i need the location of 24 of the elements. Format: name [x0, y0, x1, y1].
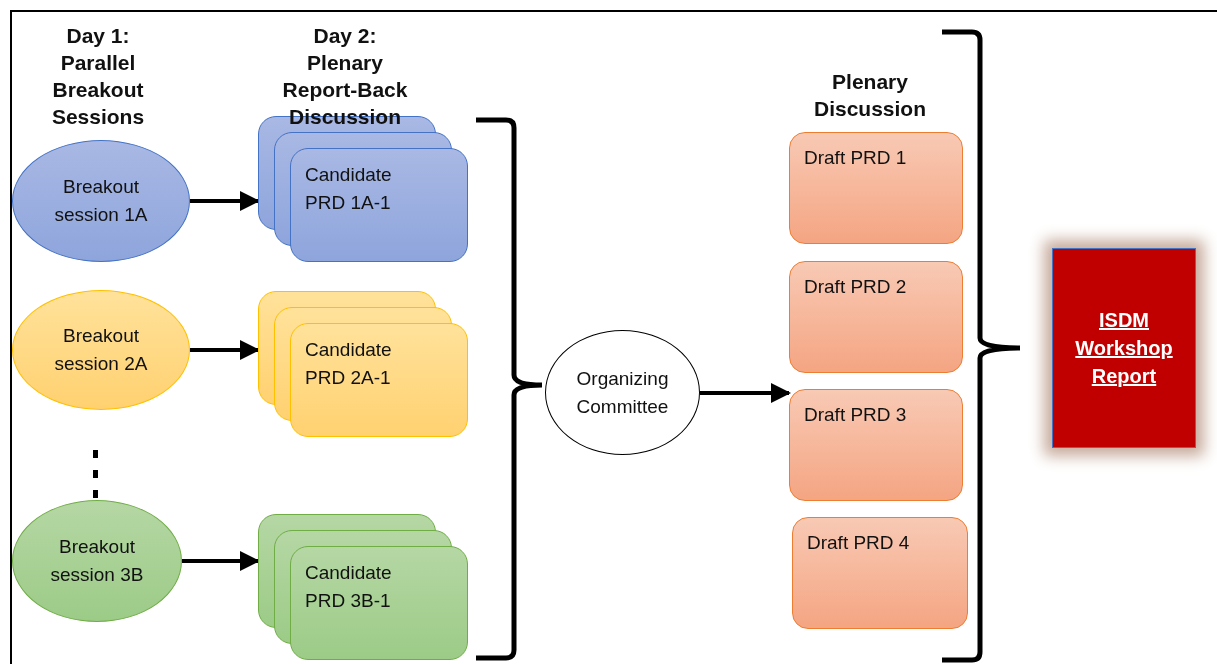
arrow	[190, 340, 260, 360]
node-text: Draft PRD 3	[804, 404, 907, 425]
draft-card	[789, 389, 963, 501]
node-text: Breakout session 1A	[53, 175, 149, 227]
node-text: ISDM Workshop Report	[1074, 308, 1174, 389]
report-box	[1052, 248, 1196, 448]
arrow	[182, 551, 260, 571]
draft-card	[789, 132, 963, 244]
node-text: Draft PRD 4	[807, 532, 910, 553]
node-text: Organizing Committee	[576, 366, 669, 419]
draft-card	[792, 517, 968, 629]
node-text: Candidate PRD 3B-1	[305, 562, 392, 611]
node-text: Candidate PRD 1A-1	[305, 164, 392, 213]
draft-card	[789, 261, 963, 373]
arrow	[700, 383, 791, 403]
node-text: Candidate PRD 2A-1	[305, 339, 392, 388]
node-text: Draft PRD 2	[804, 276, 907, 297]
arrow	[190, 191, 260, 211]
node-text: Draft PRD 1	[804, 147, 907, 168]
column-heading: Plenary Discussion	[812, 69, 927, 122]
node-text: Breakout session 2A	[53, 324, 149, 376]
column-heading: Day 2: Plenary Report-Back Discussion	[281, 23, 409, 130]
node-text: Breakout session 3B	[49, 535, 145, 587]
column-heading: Day 1: Parallel Breakout Sessions	[50, 23, 146, 130]
